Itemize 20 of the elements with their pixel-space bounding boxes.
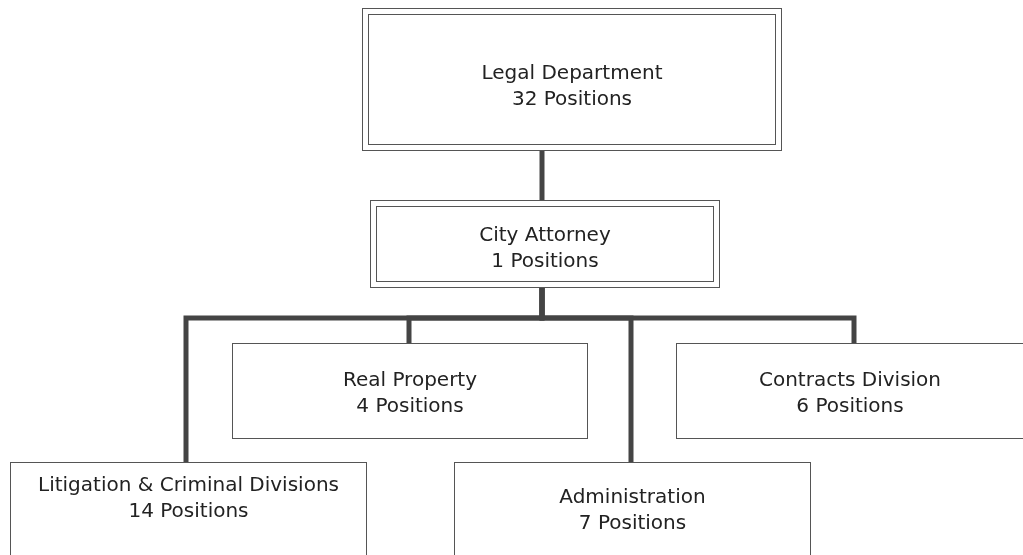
position-count: 14 Positions (127, 497, 250, 523)
connector-line (539, 288, 857, 343)
org-unit-box (362, 8, 782, 151)
position-count: 4 Positions (355, 392, 465, 418)
unit-name: Administration (558, 483, 707, 509)
org-unit-box (454, 462, 811, 555)
unit-name: Contracts Division (757, 366, 943, 392)
org-unit-box (370, 200, 720, 288)
unit-name: Legal Department (480, 59, 664, 85)
org-unit-box (676, 343, 1023, 439)
unit-name: City Attorney (478, 221, 612, 247)
position-count: 6 Positions (795, 392, 905, 418)
org-unit-box (232, 343, 588, 439)
position-count: 1 Positions (490, 247, 600, 273)
position-count: 32 Positions (510, 85, 634, 111)
position-count: 7 Positions (577, 509, 688, 535)
unit-name: Litigation & Criminal Divisions (37, 471, 340, 497)
org-unit-box (10, 462, 367, 555)
connector-line (539, 151, 545, 200)
unit-name: Real Property (341, 366, 479, 392)
